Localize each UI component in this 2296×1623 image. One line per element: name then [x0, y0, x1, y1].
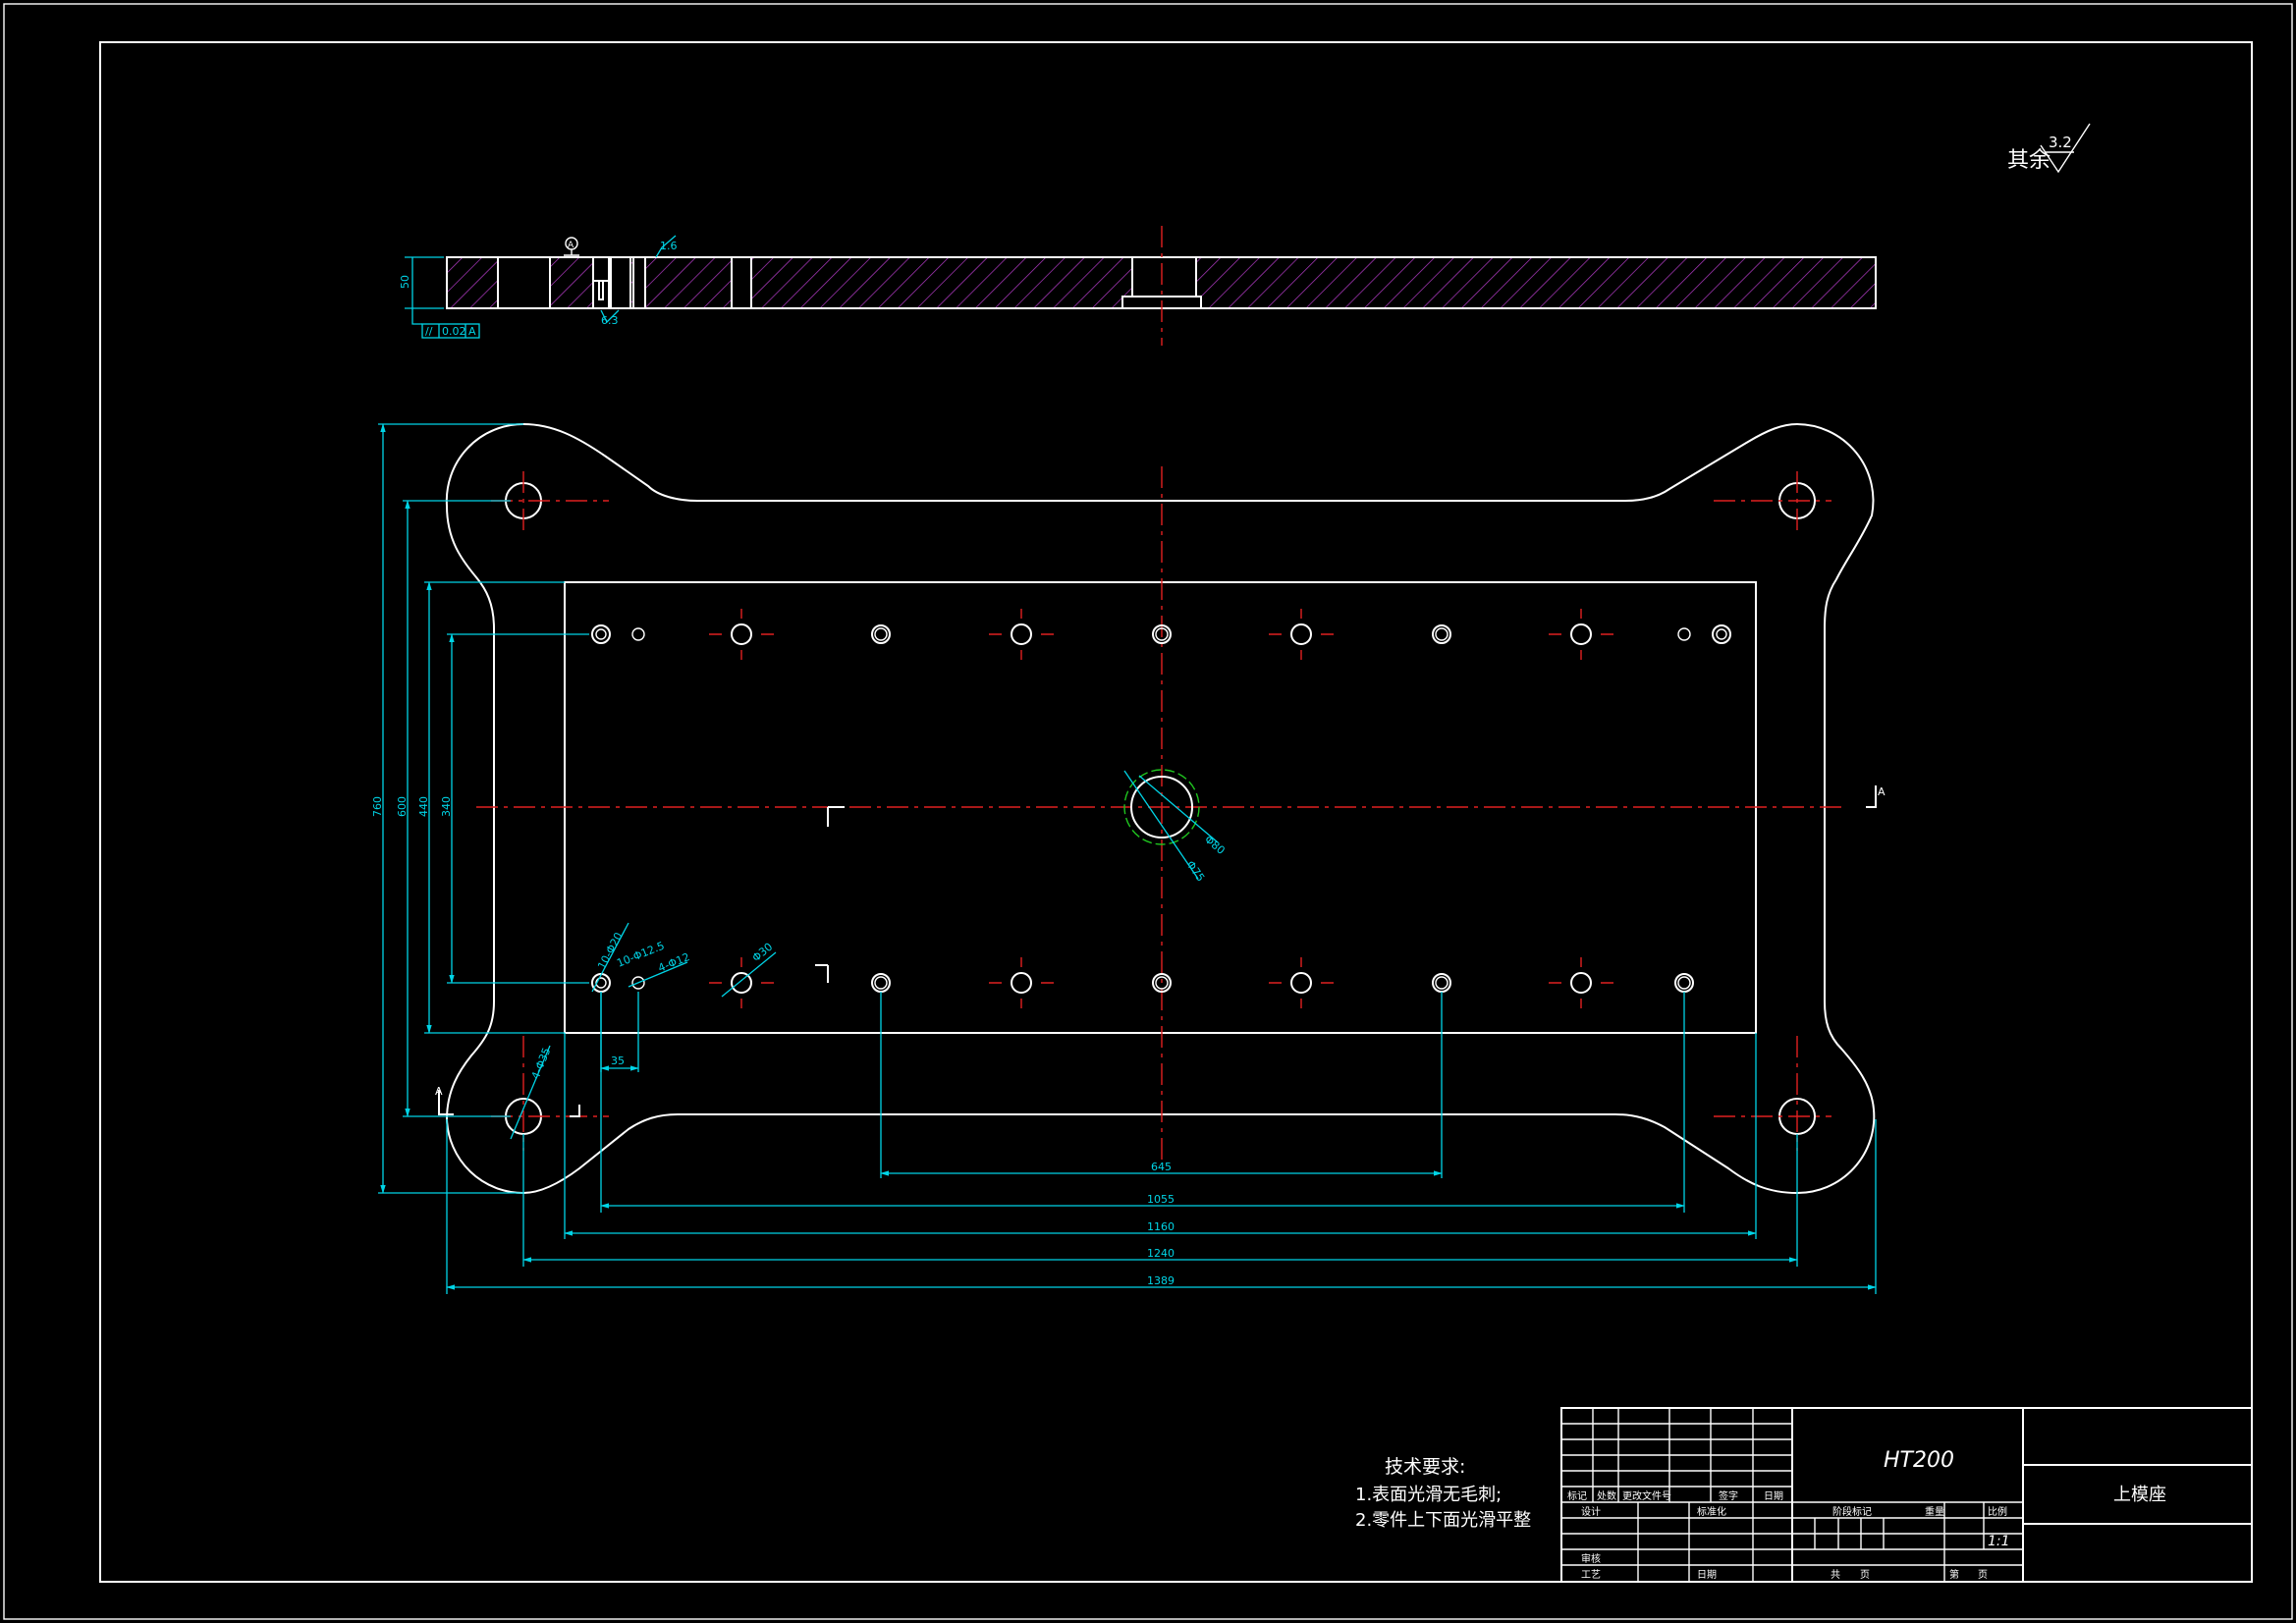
note-item-2: 2.零件上下面光滑平整	[1355, 1510, 1531, 1531]
dim-645: 645	[1151, 1161, 1172, 1173]
part-name: 上模座	[2113, 1485, 2166, 1505]
scale-value: 1:1	[1988, 1534, 2010, 1549]
callout-holes-c: 4-Φ12	[656, 950, 691, 975]
dim-760: 760	[371, 796, 384, 817]
base-outline	[445, 422, 1876, 1195]
section-cut-left: A	[435, 806, 845, 1117]
svg-text:页: 页	[1860, 1569, 1870, 1581]
tolerance-frame	[421, 323, 480, 339]
notes-title: 技术要求:	[1385, 1456, 1465, 1478]
dim-35: 35	[611, 1055, 625, 1067]
dim-440: 440	[417, 796, 430, 817]
technical-notes: 技术要求: 1.表面光滑无毛刺; 2.零件上下面光滑平整	[1355, 1456, 1531, 1531]
svg-text:审核: 审核	[1581, 1552, 1601, 1565]
horizontal-dimensions: 645 1055 1160 1240 1389 35	[446, 992, 1877, 1294]
callout-corner-holes: 4-Φ35	[529, 1046, 554, 1081]
svg-text:标准化: 标准化	[1697, 1505, 1726, 1518]
note-item-1: 1.表面光滑无毛刺;	[1355, 1485, 1502, 1505]
tolerance-value: 0.02	[442, 325, 466, 338]
svg-text:6.3: 6.3	[601, 314, 619, 327]
title-block: HT200 上模座 标记 处数 更改文件号 签字 日期 设计 标准化 审核 工艺…	[1560, 1407, 2253, 1583]
dim-1160: 1160	[1147, 1220, 1175, 1233]
svg-text:第: 第	[1949, 1568, 1959, 1581]
roughness-value: 3.2	[2049, 134, 2072, 151]
center-hole-dim-outer: Φ75	[1184, 858, 1208, 884]
svg-text:处数: 处数	[1597, 1489, 1616, 1502]
section-roughness-top: 1.6	[655, 235, 678, 258]
svg-text:A: A	[1878, 785, 1886, 798]
hole-callouts: 10-Φ20 10-Φ12.5 4-Φ12 Φ30 4-Φ35	[510, 922, 777, 1140]
svg-text:1.6: 1.6	[660, 240, 678, 252]
svg-text:工艺: 工艺	[1581, 1569, 1601, 1581]
dim-600: 600	[396, 796, 409, 817]
svg-text:页: 页	[1978, 1569, 1988, 1581]
svg-text:阶段标记: 阶段标记	[1832, 1505, 1872, 1518]
section-roughness-hole: 6.3	[600, 309, 620, 327]
dim-340: 340	[440, 796, 453, 817]
plan-view: Φ80 Φ75	[371, 422, 1886, 1294]
sheet-inner-border	[99, 41, 2253, 1583]
tolerance-symbol: //	[425, 325, 433, 338]
roughness-symbol-icon	[2040, 123, 2091, 174]
svg-text:更改文件号: 更改文件号	[1622, 1489, 1671, 1502]
center-hole: Φ80 Φ75	[1123, 769, 1228, 884]
roughness-label: 其余	[2007, 148, 2050, 173]
callout-holes-d: Φ30	[750, 941, 776, 965]
datum-marker: A	[564, 237, 579, 256]
svg-text:重量: 重量	[1925, 1505, 1944, 1518]
center-hole-dim-inner: Φ80	[1202, 833, 1228, 857]
sheet-outer-border	[3, 3, 2293, 1620]
tolerance-datum: A	[468, 325, 476, 338]
svg-text:日期: 日期	[1697, 1569, 1717, 1581]
thickness-dimension: 50	[399, 275, 411, 289]
svg-text:A: A	[435, 1085, 443, 1098]
material-label: HT200	[1884, 1448, 1954, 1473]
vertical-dimensions: 760 600 440 340	[371, 423, 589, 1194]
section-view: 50 // 0.02 A A 1.6 6.3	[399, 226, 1877, 346]
top-hole-row	[591, 609, 1731, 660]
dim-1240: 1240	[1147, 1247, 1175, 1260]
svg-text:共: 共	[1831, 1569, 1840, 1581]
svg-text:A: A	[568, 241, 574, 250]
svg-text:设计: 设计	[1581, 1505, 1601, 1518]
corner-hole	[1714, 471, 1831, 530]
svg-text:日期: 日期	[1764, 1490, 1783, 1502]
svg-text:标记: 标记	[1567, 1490, 1587, 1502]
dim-1055: 1055	[1147, 1193, 1175, 1206]
roughness-note: 其余 3.2	[2007, 123, 2091, 174]
svg-text:签字: 签字	[1719, 1489, 1738, 1502]
bottom-hole-row	[591, 957, 1694, 1008]
corner-hole	[1714, 1036, 1831, 1151]
svg-text:比例: 比例	[1988, 1505, 2007, 1518]
dim-1389: 1389	[1147, 1274, 1175, 1287]
section-cut-right: A	[1866, 785, 1886, 808]
